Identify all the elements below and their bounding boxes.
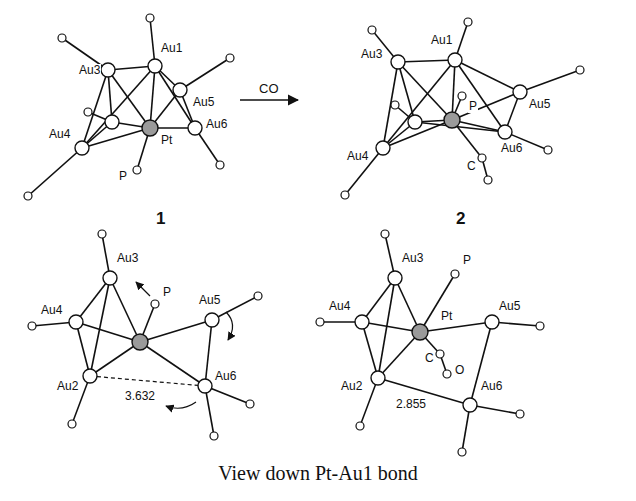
figure-caption: View down Pt-Au1 bond [218,462,417,484]
atom-label: Au2 [340,380,363,393]
atom-label: Au6 [480,380,503,393]
atom-label: P [118,170,128,183]
view-2 [316,230,544,456]
reaction-arrow [240,99,298,101]
atom-label: Au6 [214,370,237,383]
atom-label: P [162,286,172,299]
atom-label: Pt [160,134,173,147]
atom-label: O [454,364,465,377]
atom-label: P [462,254,472,267]
atom-label: Au6 [205,118,228,131]
compound-number: 1 [155,210,166,229]
atom-label: C [466,160,477,173]
atom-label: Au5 [198,294,221,307]
atom-label: Au3 [78,64,101,77]
atom-label: Au4 [328,300,351,313]
atom-label: Au3 [401,252,424,265]
atom-label: Au5 [498,300,521,313]
reagent-label: CO [258,82,280,96]
atom-label: Au3 [116,252,139,265]
distance-label: 2.855 [395,398,427,411]
atom-label: P [468,100,478,113]
compound-number: 2 [455,210,466,229]
atom-label: Au6 [500,142,523,155]
structure-2 [341,18,584,199]
atom-label: C [424,352,435,365]
atom-label: Au4 [48,128,71,141]
atom-label: Au5 [192,96,215,109]
atom-label: Au5 [528,98,551,111]
atom-label: Au4 [346,150,369,163]
structure-1 [24,14,234,200]
view-1 [28,230,262,440]
atom-label: Au1 [430,34,453,47]
atom-label: Au1 [160,42,183,55]
distance-label: 3.632 [124,390,156,403]
atom-label: Au2 [56,380,79,393]
atom-label: Pt [440,310,453,323]
atom-label: Au3 [360,48,383,61]
atom-label: Au4 [40,304,63,317]
